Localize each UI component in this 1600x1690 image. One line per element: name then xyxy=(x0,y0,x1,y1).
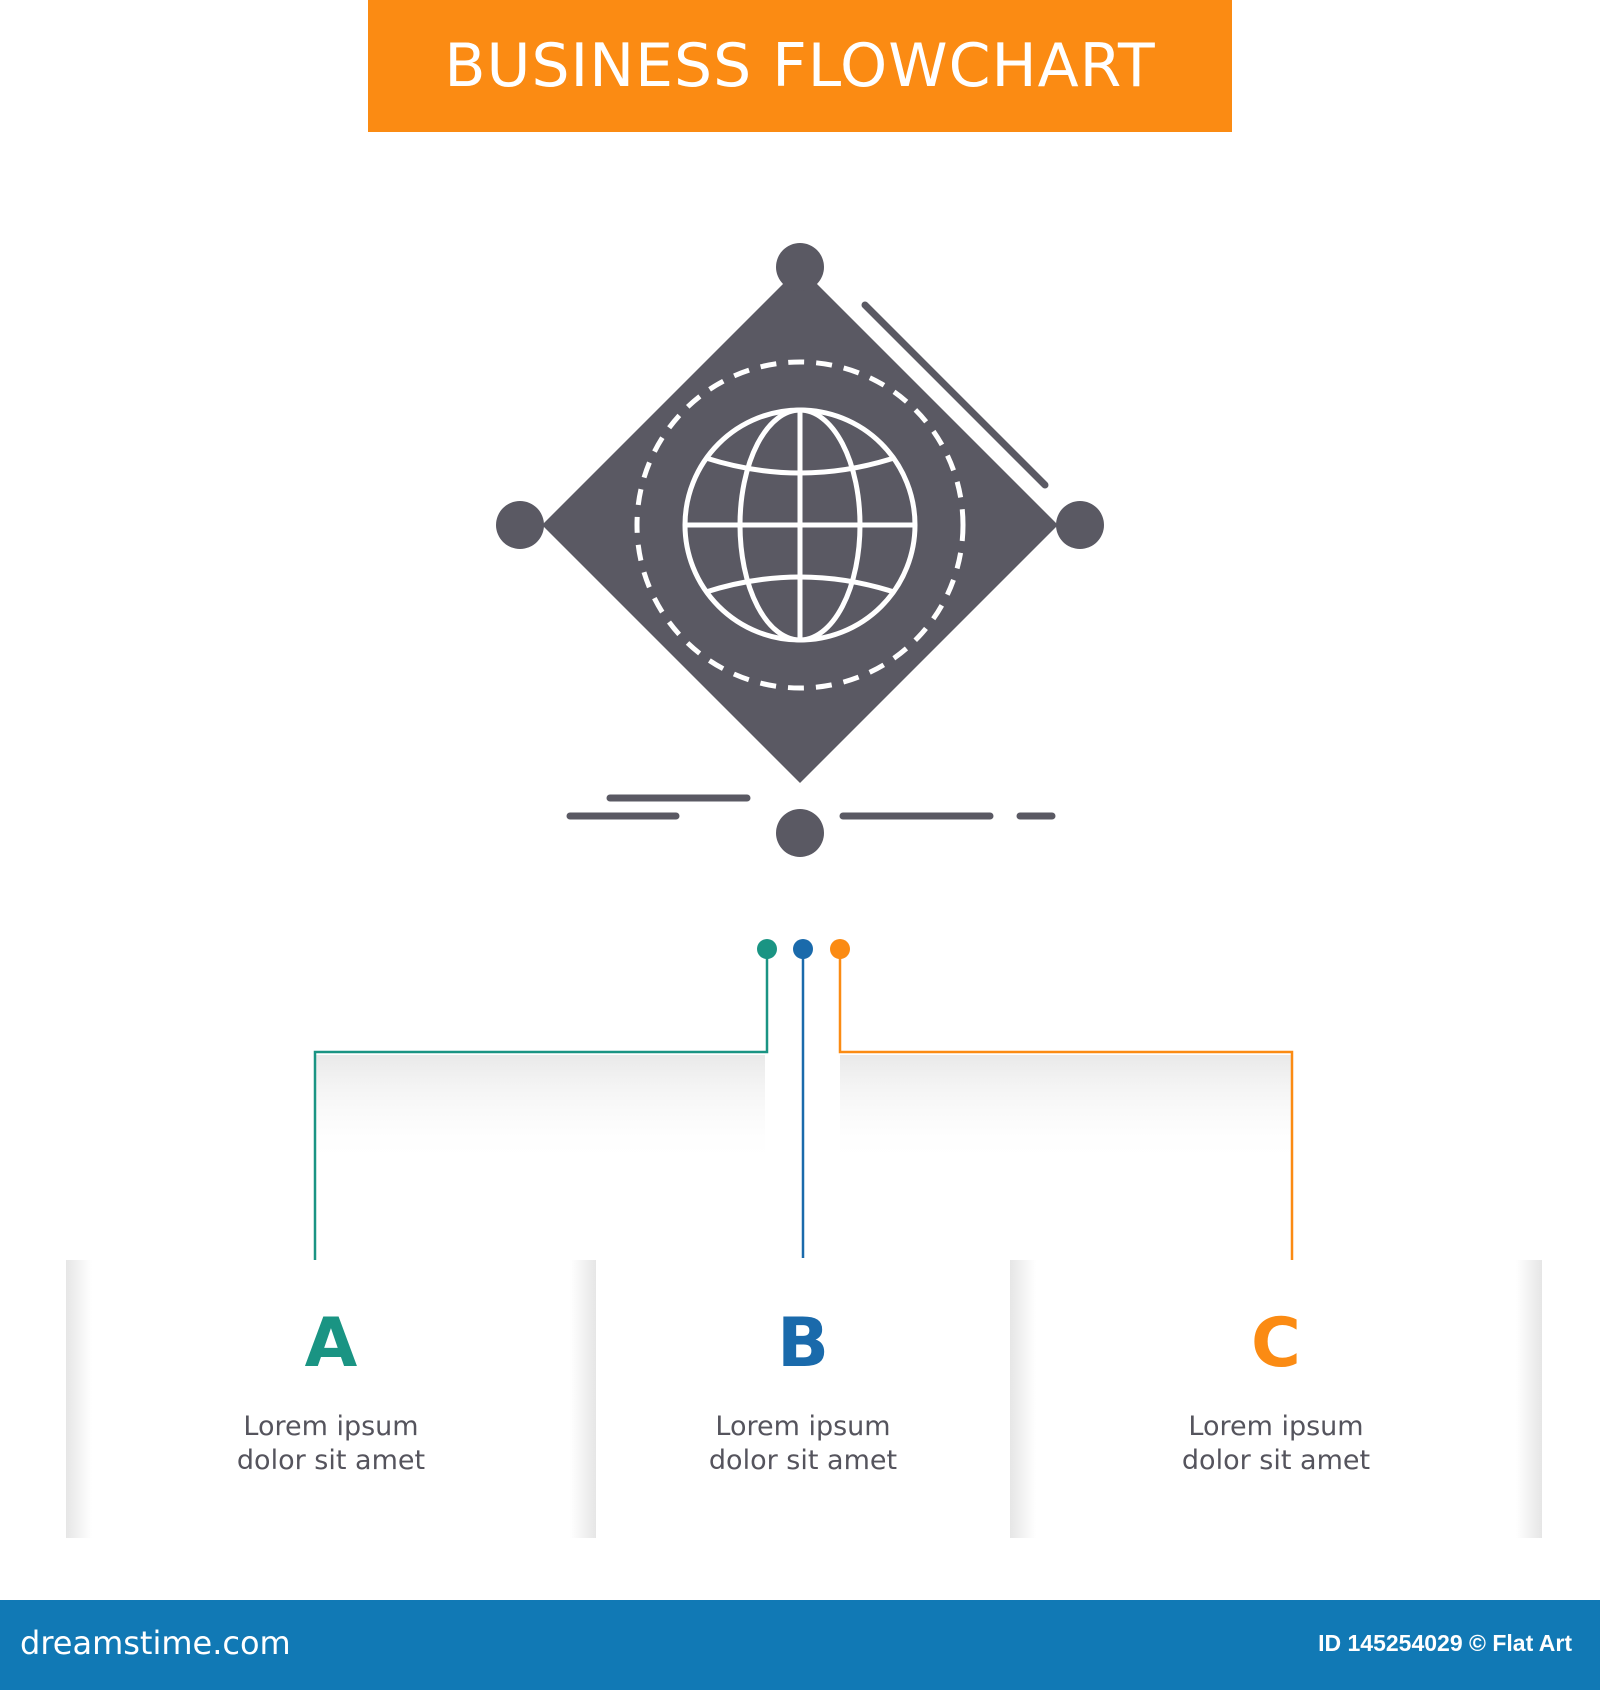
card-b-line1: Lorem ipsum xyxy=(715,1411,891,1442)
card-a-letter: A xyxy=(304,1304,358,1383)
card-c-letter: C xyxy=(1251,1304,1301,1383)
globe-network-icon xyxy=(496,243,1104,857)
dot-a-icon xyxy=(757,939,777,959)
dot-b-icon xyxy=(793,939,813,959)
node-left-icon xyxy=(496,501,544,549)
orbit-dashed-ring xyxy=(634,359,966,691)
node-bottom-icon xyxy=(776,809,824,857)
globe-icon xyxy=(682,407,918,643)
footer-image-id: ID 145254029 © Flat Art xyxy=(1318,1630,1572,1656)
shade-left xyxy=(315,1055,765,1165)
card-a-line1: Lorem ipsum xyxy=(243,1411,419,1442)
card-b: B Lorem ipsum dolor sit amet xyxy=(596,1260,1010,1538)
card-c-line1: Lorem ipsum xyxy=(1188,1411,1364,1442)
page-title: BUSINESS FLOWCHART xyxy=(444,31,1156,101)
card-c: C Lorem ipsum dolor sit amet xyxy=(1010,1260,1542,1538)
dot-c-icon xyxy=(830,939,850,959)
card-b-text: Lorem ipsum dolor sit amet xyxy=(596,1410,1010,1478)
node-right-icon xyxy=(1056,501,1104,549)
card-a: A Lorem ipsum dolor sit amet xyxy=(66,1260,596,1538)
base-lines xyxy=(566,794,1056,820)
accent-line xyxy=(861,301,1049,489)
shade-right xyxy=(840,1055,1292,1165)
card-b-letter: B xyxy=(777,1304,829,1383)
title-banner: BUSINESS FLOWCHART xyxy=(368,0,1232,132)
card-b-line2: dolor sit amet xyxy=(708,1445,898,1476)
connector-c xyxy=(838,950,1294,1275)
card-a-line2: dolor sit amet xyxy=(236,1445,426,1476)
footer-bar: dreamstime.com ID 145254029 © Flat Art xyxy=(0,1600,1600,1690)
node-top-icon xyxy=(776,243,824,291)
flow-connectors xyxy=(313,939,1294,1275)
connector-a xyxy=(313,950,769,1275)
card-c-line2: dolor sit amet xyxy=(1181,1445,1371,1476)
card-c-text: Lorem ipsum dolor sit amet xyxy=(1010,1410,1542,1478)
card-a-text: Lorem ipsum dolor sit amet xyxy=(66,1410,596,1478)
footer-site-link[interactable]: dreamstime.com xyxy=(20,1624,291,1662)
